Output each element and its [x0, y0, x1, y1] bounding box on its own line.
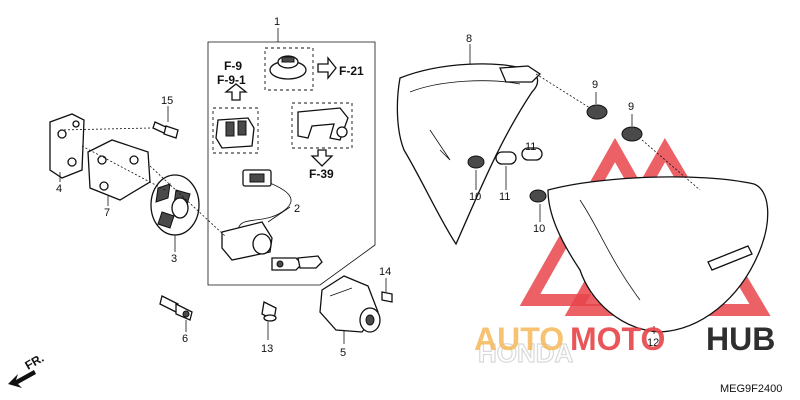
callout-7: 7 [104, 207, 110, 219]
front-direction-marker: FR. [8, 351, 46, 388]
callout-9a: 9 [592, 79, 598, 91]
watermark-wordmark: AUTO MOTO HUB [474, 321, 775, 357]
callout-14: 14 [379, 266, 391, 278]
ref-f9-1: F-9-1 [217, 73, 246, 87]
callout-10b: 10 [533, 223, 545, 235]
callout-4: 4 [56, 183, 62, 195]
grommet-10a [467, 155, 485, 169]
ref-f9: F-9 [224, 59, 242, 73]
callout-12: 12 [647, 337, 659, 349]
reference-arrows [224, 56, 337, 167]
callout-11b: 11 [525, 141, 536, 153]
callout-2: 2 [294, 203, 300, 215]
diagram-code: MEG9F2400 [720, 383, 782, 395]
ref-f21: F-21 [339, 64, 364, 78]
callout-6: 6 [182, 333, 188, 345]
holder-plate [87, 139, 151, 201]
grommet-9a [586, 104, 608, 120]
subpart-box-left [212, 107, 259, 154]
ref-f39: F-39 [309, 167, 334, 181]
callout-10a: 10 [469, 191, 481, 203]
subpart-switch-block [215, 117, 255, 149]
callout-5: 5 [340, 347, 346, 359]
assembly-box [207, 41, 376, 286]
front-arrow-icon [8, 370, 36, 388]
callout-3: 3 [171, 253, 177, 265]
cover-cap [319, 275, 381, 333]
arrow-up [224, 83, 248, 101]
callout-15: 15 [161, 95, 173, 107]
subpart-cap [269, 55, 307, 80]
watermark-word-2: MOTO [570, 321, 665, 357]
subpart-bracket [297, 107, 349, 141]
callout-13: 13 [261, 343, 273, 355]
key-blank [159, 295, 193, 321]
front-label: FR. [23, 351, 47, 373]
callout-1: 1 [274, 16, 280, 28]
grommet-11a [495, 151, 517, 165]
ignition-switch [221, 169, 323, 271]
mount-bracket [49, 113, 85, 179]
arrow-right [317, 56, 337, 80]
watermark-brand-outline: HONDA [478, 338, 574, 368]
bolt-15 [152, 121, 179, 139]
callout-11a: 11 [499, 191, 510, 203]
arrow-down [310, 149, 334, 167]
subpart-box-top [264, 47, 314, 91]
leader-lines [59, 28, 701, 344]
callout-8: 8 [466, 33, 472, 45]
grommet-9b [621, 126, 643, 142]
screw-13 [261, 301, 277, 322]
grommets [467, 104, 643, 203]
side-cover-lower [547, 176, 769, 333]
watermark-word-3: HUB [706, 321, 775, 357]
side-cover-upper [396, 63, 542, 246]
subpart-box-right [291, 102, 353, 149]
grommet-10b [529, 189, 547, 203]
bolt-14 [381, 291, 393, 303]
watermark-word-1: AUTO [474, 321, 564, 357]
callout-9b: 9 [628, 101, 634, 113]
